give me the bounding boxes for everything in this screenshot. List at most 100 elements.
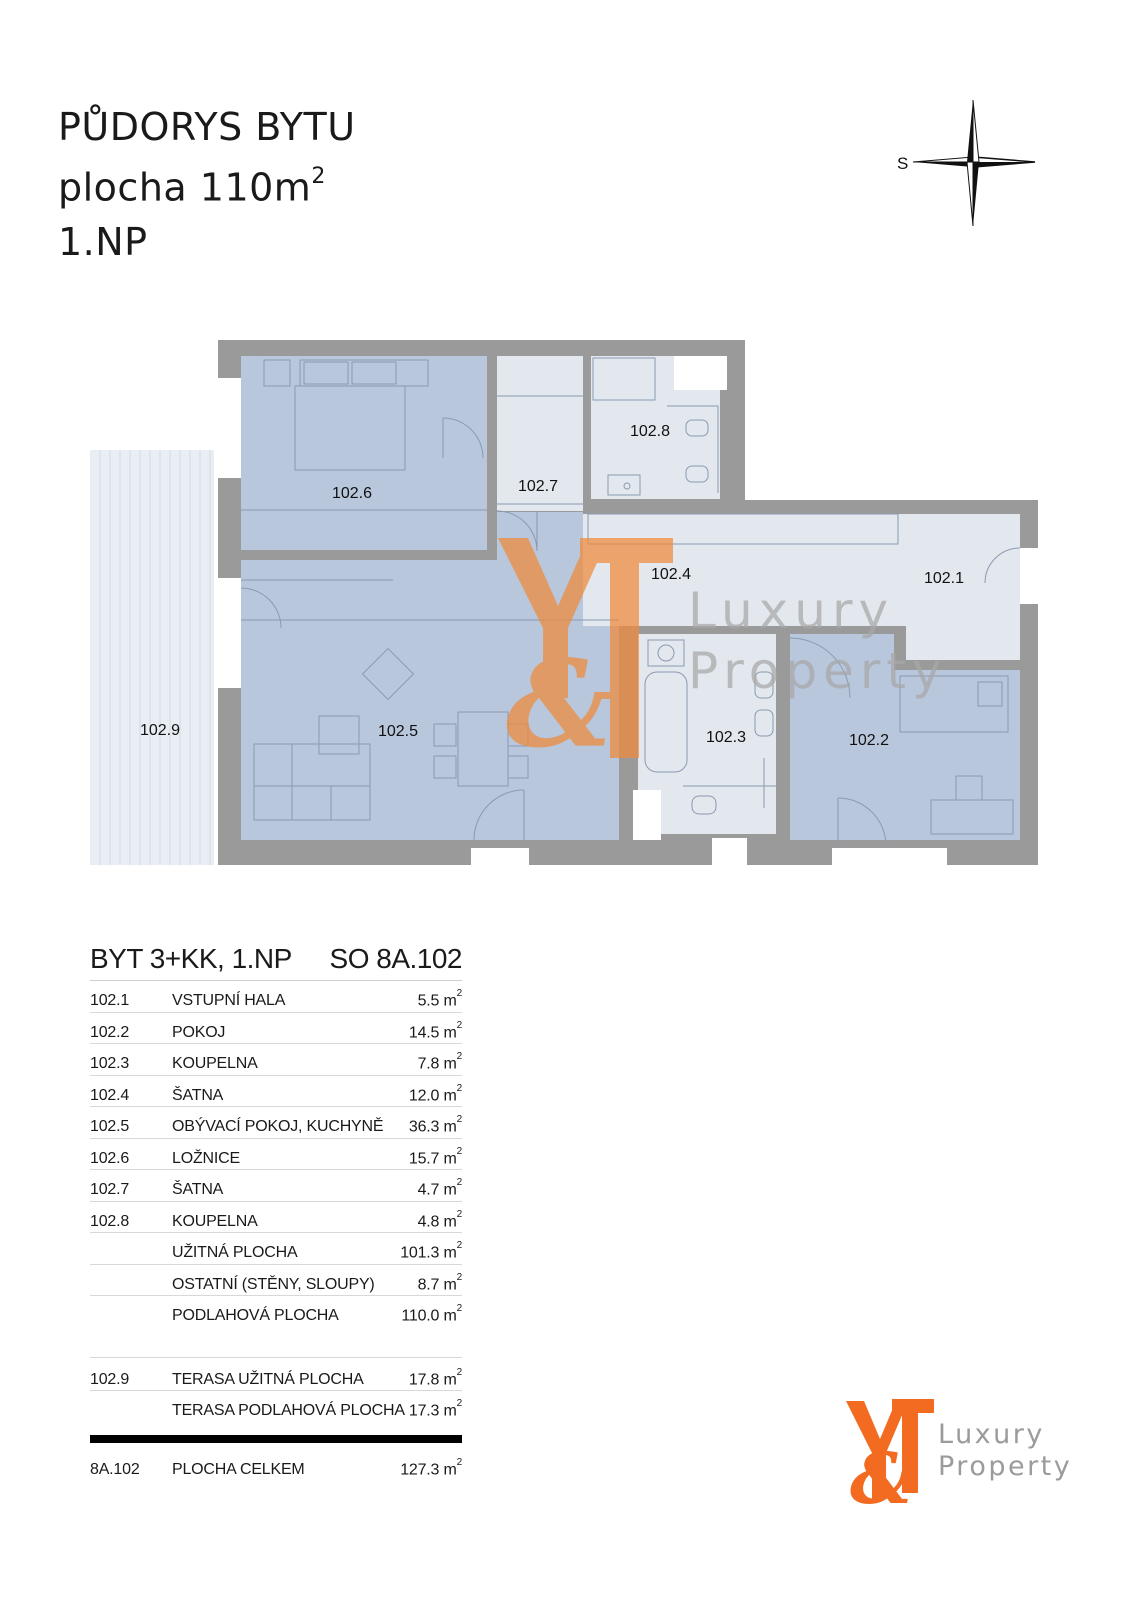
total-area-value: 127.3 m bbox=[400, 1460, 457, 1478]
row-area-value: 101.3 m bbox=[400, 1244, 457, 1262]
watermark-line1: Luxury bbox=[688, 582, 894, 640]
row-name: ŠATNA bbox=[172, 1086, 224, 1104]
watermark: & Luxury Property bbox=[498, 538, 948, 775]
area-summary: BYT 3+KK, 1.NP SO 8A.102 102.1 VSTUPNÍ HA… bbox=[90, 940, 463, 1481]
room-102-5 bbox=[241, 512, 619, 840]
room-label-102-5: 102.5 bbox=[378, 723, 418, 740]
room-label-102-4: 102.4 bbox=[651, 566, 691, 583]
row-id: 102.5 bbox=[90, 1118, 130, 1136]
row-name: TERASA PODLAHOVÁ PLOCHA bbox=[172, 1402, 405, 1420]
summary-header: BYT 3+KK, 1.NP SO 8A.102 bbox=[90, 940, 463, 981]
compass-south-label: S bbox=[897, 154, 908, 173]
summary-row: 102.8 KOUPELNA 4.8 m2 bbox=[90, 1202, 462, 1233]
summary-row: OSTATNÍ (STĚNY, SLOUPY)8.7 m2 bbox=[90, 1265, 462, 1296]
brand-logo-ampersand: & bbox=[850, 1437, 913, 1510]
logo-line1: Luxury bbox=[938, 1419, 1045, 1450]
row-id: 102.4 bbox=[90, 1086, 130, 1104]
watermark-line2: Property bbox=[688, 642, 948, 700]
summary-gap bbox=[90, 1328, 462, 1358]
total-id: 8A.102 bbox=[90, 1460, 140, 1478]
area-heading-sup: 2 bbox=[311, 164, 326, 189]
row-id: 102.8 bbox=[90, 1212, 130, 1230]
row-area-value: 5.5 m bbox=[417, 992, 457, 1010]
logo-line2: Property bbox=[938, 1451, 1072, 1482]
row-area: 14.5 m2 bbox=[409, 1013, 462, 1049]
summary-row: 102.5 OBÝVACÍ POKOJ, KUCHYNĚ 36.3 m2 bbox=[90, 1107, 462, 1139]
row-area-value: 4.8 m bbox=[417, 1212, 457, 1230]
row-area-sup: 2 bbox=[456, 1019, 463, 1031]
row-area-sup: 2 bbox=[456, 1398, 463, 1409]
window-niche bbox=[674, 356, 727, 390]
row-area: 4.8 m2 bbox=[417, 1202, 463, 1238]
row-area-value: 110.0 m bbox=[401, 1307, 457, 1325]
row-area-value: 17.8 m bbox=[408, 1370, 457, 1388]
row-area-sup: 2 bbox=[456, 1145, 463, 1157]
area-heading-text: plocha 110m bbox=[58, 165, 312, 210]
row-area: 4.7 m2 bbox=[418, 1170, 463, 1206]
total-area-sup: 2 bbox=[456, 1456, 463, 1468]
room-102-6 bbox=[241, 356, 487, 550]
brand-logo-mark: & bbox=[846, 1399, 934, 1510]
row-area: 17.3 m2 bbox=[409, 1391, 462, 1427]
row-area-value: 15.7 m bbox=[408, 1149, 457, 1167]
row-name: ŠATNA bbox=[172, 1181, 224, 1199]
row-area-sup: 2 bbox=[456, 1303, 463, 1314]
room-label-102-6: 102.6 bbox=[332, 485, 372, 502]
room-labels: 102.6 102.7 102.8 102.4 102.1 102.5 102.… bbox=[140, 423, 964, 749]
page-title: PŮDORYS BYTU bbox=[58, 105, 356, 149]
row-id: 102.7 bbox=[90, 1181, 130, 1199]
row-name: TERASA UŽITNÁ PLOCHA bbox=[172, 1370, 364, 1388]
row-name: PODLAHOVÁ PLOCHA bbox=[172, 1307, 339, 1325]
compass-rose-icon: S bbox=[897, 99, 1036, 227]
room-label-102-9: 102.9 bbox=[140, 722, 180, 739]
row-area: 101.3 m2 bbox=[400, 1233, 462, 1269]
row-area: 110.0 m2 bbox=[401, 1296, 462, 1332]
total-area: 127.3 m2 bbox=[400, 1451, 462, 1485]
row-area-value: 36.3 m bbox=[408, 1118, 457, 1136]
row-area-sup: 2 bbox=[456, 1082, 463, 1094]
row-name: UŽITNÁ PLOCHA bbox=[172, 1244, 298, 1262]
bath-niche bbox=[633, 790, 661, 840]
row-id: 102.6 bbox=[90, 1149, 130, 1167]
apartment-code: SO 8A.102 bbox=[329, 943, 463, 974]
row-name: VSTUPNÍ HALA bbox=[172, 992, 286, 1010]
row-area: 8.7 m2 bbox=[418, 1265, 463, 1301]
row-id: 102.1 bbox=[90, 992, 130, 1010]
summary-row: UŽITNÁ PLOCHA 101.3 m2 bbox=[90, 1233, 462, 1265]
total-name: PLOCHA CELKEM bbox=[172, 1460, 305, 1478]
row-name: KOUPELNA bbox=[172, 1055, 258, 1073]
total-row: 8A.102 PLOCHA CELKEM 127.3 m2 bbox=[90, 1451, 462, 1481]
total-divider bbox=[90, 1434, 462, 1443]
floor-heading: 1.NP bbox=[58, 219, 148, 264]
watermark-mark: & bbox=[498, 538, 673, 775]
row-area: 17.8 m2 bbox=[409, 1360, 462, 1396]
row-name: OSTATNÍ (STĚNY, SLOUPY) bbox=[172, 1275, 375, 1293]
watermark-ampersand: & bbox=[506, 634, 614, 775]
row-area: 5.5 m2 bbox=[417, 981, 463, 1017]
row-area-value: 7.8 m bbox=[417, 1055, 457, 1073]
row-name: KOUPELNA bbox=[172, 1212, 258, 1230]
title-block: PŮDORYS BYTU plocha 110m2 1.NP bbox=[58, 100, 356, 269]
rooms bbox=[218, 356, 1038, 865]
row-area: 36.3 m2 bbox=[409, 1107, 462, 1143]
row-name: OBÝVACÍ POKOJ, KUCHYNĚ bbox=[172, 1118, 384, 1136]
furniture bbox=[240, 357, 1021, 847]
area-heading: plocha 110m2 bbox=[58, 154, 356, 215]
room-102-7 bbox=[497, 356, 583, 511]
row-area: 12.0 m2 bbox=[409, 1076, 462, 1112]
row-area-sup: 2 bbox=[456, 1114, 463, 1125]
row-area-sup: 2 bbox=[456, 1240, 463, 1251]
summary-row: PODLAHOVÁ PLOCHA 110.0 m2 bbox=[90, 1296, 462, 1328]
row-area-sup: 2 bbox=[456, 1366, 463, 1378]
apartment-type: BYT 3+KK, 1.NP bbox=[90, 943, 292, 974]
room-label-102-2: 102.2 bbox=[849, 732, 889, 749]
row-area-sup: 2 bbox=[456, 1208, 463, 1220]
brand-logo: & Luxury Property bbox=[846, 1399, 1072, 1510]
